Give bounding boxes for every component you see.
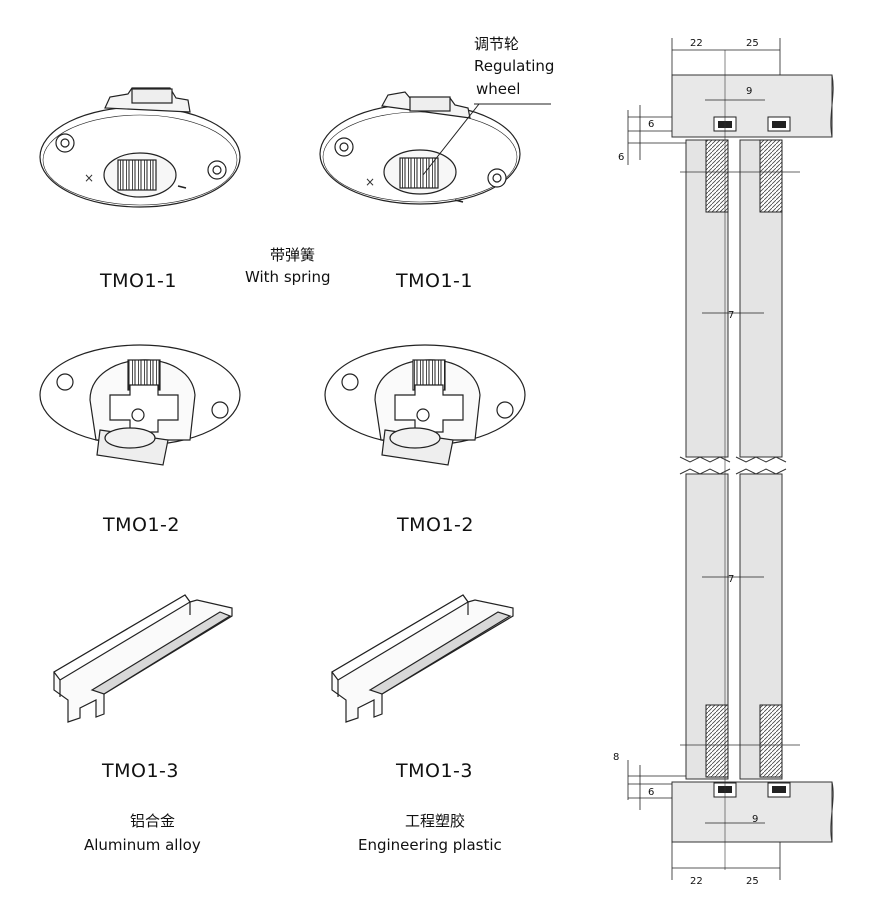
tmo1-2-left-part [39,344,241,466]
item-code: TMO1-1 [100,270,177,292]
dim-bot-v1: 8 [613,752,619,763]
dim-top-right: 25 [746,38,759,49]
item-code: TMO1-3 [396,760,473,782]
item-code: TMO1-2 [103,514,180,536]
material-cn-plastic: 工程塑胶 [405,812,466,830]
material-en-aluminum: Aluminum alloy [84,836,201,854]
dim-top-gap: 9 [746,86,752,97]
dim-top-left: 22 [690,38,703,49]
item-code: TMO1-3 [102,760,179,782]
item-code: TMO1-1 [396,270,473,292]
dim-bot-left: 22 [690,876,703,887]
callout-en-line1: Regulating [474,57,555,75]
svg-text:×: × [365,175,375,189]
tmo1-1-right-part: × [319,91,521,205]
dim-mid-gap-1: 7 [728,310,734,321]
tmo1-3-left-rail [53,594,233,723]
dim-bot-v2: 6 [648,787,654,798]
spring-note-en: With spring [245,268,331,286]
dim-top-v1: 6 [648,119,654,130]
callout-en-line2: wheel [476,80,521,98]
section-view [671,50,834,870]
dim-bot-gap: 9 [752,814,758,825]
spring-note-cn: 带弹簧 [270,246,316,264]
callout-cn: 调节轮 [474,35,520,53]
svg-text:×: × [84,171,94,185]
tmo1-1-left-part: × [39,87,241,208]
dimension-lines [627,38,781,880]
material-en-plastic: Engineering plastic [358,836,502,854]
dim-bot-right: 25 [746,876,759,887]
tmo1-3-right-rail [331,594,514,723]
callout-leader [422,103,480,176]
dim-top-v2: 6 [618,152,624,163]
item-code: TMO1-2 [397,514,474,536]
tmo1-2-right-part [324,344,526,466]
material-cn-aluminum: 铝合金 [130,812,176,830]
dim-mid-gap-2: 7 [728,574,734,585]
